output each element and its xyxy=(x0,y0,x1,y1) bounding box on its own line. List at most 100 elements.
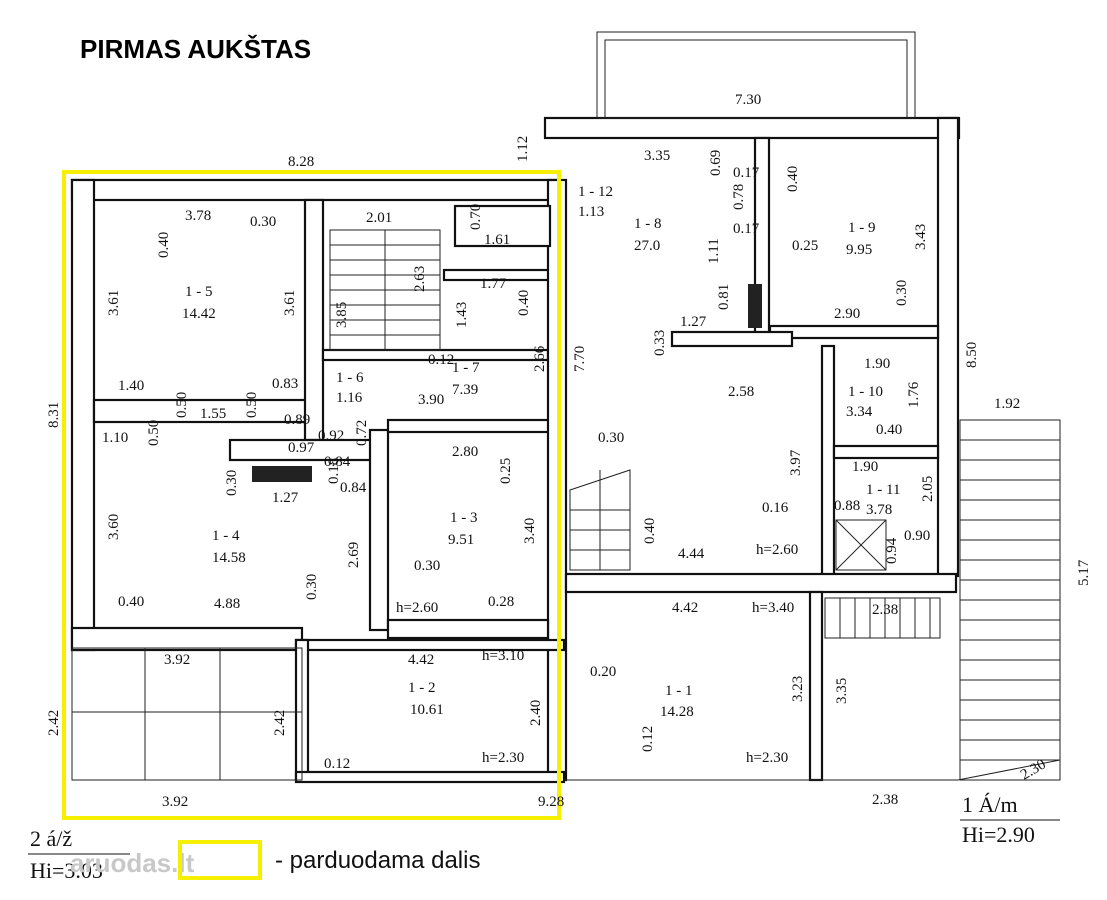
floor-marker-top: 1 Á/m xyxy=(962,792,1018,817)
dim-label: 0.18 xyxy=(326,458,342,484)
dim-label: 0.88 xyxy=(834,498,860,514)
dim-label: 4.88 xyxy=(214,596,240,612)
dim-label: 0.92 xyxy=(318,428,344,444)
dim-label: 9.28 xyxy=(538,794,564,810)
dim-label: 2.38 xyxy=(872,602,898,618)
height-labels: h=2.60 h=2.60 h=3.40 h=3.10 h=2.30 h=2.3… xyxy=(396,542,798,766)
dim-label: 1.12 xyxy=(515,136,531,162)
height-label: h=2.30 xyxy=(746,750,788,766)
dim-label: 1.43 xyxy=(454,302,470,328)
room-id: 1 - 4 xyxy=(212,528,240,544)
dim-label: 3.35 xyxy=(834,678,850,704)
dim-label: 3.90 xyxy=(418,392,444,408)
dim-label: 0.50 xyxy=(244,392,260,418)
room-area: 1.16 xyxy=(336,390,363,406)
dim-label: 0.97 xyxy=(288,440,315,456)
dim-label: 0.78 xyxy=(731,184,747,210)
dim-label: 0.12 xyxy=(640,726,656,752)
room-area: 9.51 xyxy=(448,532,474,548)
floor-marker-bottom: Hi=2.90 xyxy=(962,822,1035,847)
dim-label: 0.50 xyxy=(146,420,162,446)
room-id: 1 - 7 xyxy=(452,360,480,376)
dim-label: 1.27 xyxy=(680,314,707,330)
dim-label: 0.33 xyxy=(652,330,668,356)
dim-label: 0.30 xyxy=(250,214,276,230)
room-area: 10.61 xyxy=(410,702,444,718)
dim-label: 0.90 xyxy=(904,528,930,544)
dim-label: 0.72 xyxy=(354,420,370,446)
room-area: 14.28 xyxy=(660,704,694,720)
dim-label: 0.17 xyxy=(733,221,760,237)
dim-label: 0.40 xyxy=(642,518,658,544)
room-area: 27.0 xyxy=(634,238,660,254)
room-area: 3.78 xyxy=(866,502,892,518)
room-labels: 1 - 1 14.28 1 - 2 10.61 1 - 3 9.51 1 - 4… xyxy=(182,184,900,720)
floor-marker-bottom: Hi=3.03 xyxy=(30,858,103,883)
room-id: 1 - 12 xyxy=(578,184,613,200)
room-id: 1 - 11 xyxy=(866,482,900,498)
dim-label: 4.44 xyxy=(678,546,705,562)
floor-marker-top: 2 á/ž xyxy=(30,826,72,851)
dim-label: 1.90 xyxy=(864,356,890,372)
room-area: 1.13 xyxy=(578,204,604,220)
room-area: 3.34 xyxy=(846,404,873,420)
stairs xyxy=(71,229,1061,781)
room-id: 1 - 1 xyxy=(665,683,693,699)
dim-label: 0.50 xyxy=(174,392,190,418)
dim-label: 0.28 xyxy=(488,594,514,610)
height-label: h=3.10 xyxy=(482,648,524,664)
dimension-labels: 7.30 8.28 1.12 3.35 0.69 0.17 0.78 0.40 … xyxy=(46,92,1092,810)
dim-label: 1.92 xyxy=(994,396,1020,412)
dim-label: 3.23 xyxy=(790,676,806,702)
plan-title: PIRMAS AUKŠTAS xyxy=(80,34,311,64)
dim-label: 0.94 xyxy=(884,537,900,564)
room-id: 1 - 2 xyxy=(408,680,436,696)
dim-label: 3.92 xyxy=(162,794,188,810)
height-label: h=2.60 xyxy=(756,542,798,558)
legend-text: - parduodama dalis xyxy=(275,847,480,874)
dim-label: 3.97 xyxy=(788,449,804,476)
dim-label: 0.17 xyxy=(733,165,760,181)
dim-label: 0.12 xyxy=(324,756,350,772)
dim-label: 2.90 xyxy=(834,306,860,322)
dim-label: 0.70 xyxy=(468,204,484,230)
dim-label: 1.90 xyxy=(852,459,878,475)
watermark: aruodas.lt xyxy=(70,848,195,878)
dim-label: 2.40 xyxy=(528,700,544,726)
dim-label: 0.30 xyxy=(894,280,910,306)
room-area: 7.39 xyxy=(452,382,478,398)
dim-label: 3.61 xyxy=(282,290,298,316)
dim-label: 3.92 xyxy=(164,652,190,668)
dim-label: 1.77 xyxy=(480,276,507,292)
height-label: h=3.40 xyxy=(752,600,794,616)
dim-label: 2.30 xyxy=(1018,756,1049,783)
dim-label: 0.81 xyxy=(716,284,732,310)
height-label: h=2.60 xyxy=(396,600,438,616)
dim-label: 0.69 xyxy=(708,150,724,176)
dim-label: 0.16 xyxy=(762,500,789,516)
dim-label: 0.30 xyxy=(598,430,624,446)
room-id: 1 - 6 xyxy=(336,370,364,386)
dim-label: 0.25 xyxy=(792,238,818,254)
dim-label: 0.40 xyxy=(876,422,902,438)
room-id: 1 - 10 xyxy=(848,384,883,400)
dim-label: 0.20 xyxy=(590,664,616,680)
dim-label: 1.27 xyxy=(272,490,299,506)
dim-label: 3.78 xyxy=(185,208,211,224)
dim-label: 4.42 xyxy=(672,600,698,616)
height-label: h=2.30 xyxy=(482,750,524,766)
dim-label: 0.84 xyxy=(324,454,351,470)
dim-label: 8.50 xyxy=(964,342,980,368)
floor-marker-left: 2 á/ž Hi=3.03 xyxy=(28,826,130,883)
dim-label: 0.40 xyxy=(118,594,144,610)
dim-label: 0.30 xyxy=(414,558,440,574)
dim-label: 5.17 xyxy=(1076,559,1092,586)
room-id: 1 - 3 xyxy=(450,510,478,526)
sold-part-highlight xyxy=(62,170,561,820)
dim-label: 7.70 xyxy=(572,346,588,372)
dim-label: 8.31 xyxy=(46,402,62,428)
dim-label: 0.40 xyxy=(785,166,801,192)
room-area: 14.58 xyxy=(212,550,246,566)
dim-label: 1.40 xyxy=(118,378,144,394)
